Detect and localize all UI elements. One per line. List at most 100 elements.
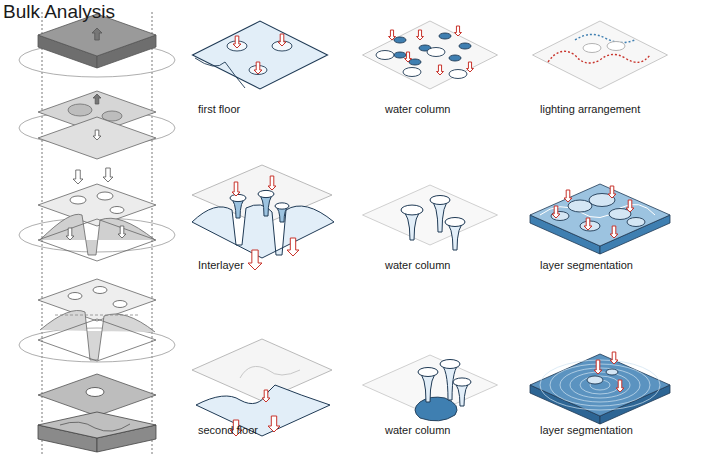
massing-arrow xyxy=(93,130,101,140)
panel-label: lighting arrangement xyxy=(540,103,640,115)
floor-plane xyxy=(192,339,332,401)
water-column-top xyxy=(401,205,423,215)
interlayer-surface xyxy=(40,214,155,255)
interlayer-surface xyxy=(192,205,334,258)
floor-plane xyxy=(533,21,668,89)
massing-arrow xyxy=(92,28,102,40)
flow-arrow xyxy=(254,62,262,74)
opening xyxy=(627,218,645,227)
interior-line xyxy=(60,422,130,431)
opening xyxy=(449,55,461,61)
flow-arrow xyxy=(564,190,572,202)
flow-arrow xyxy=(616,380,624,392)
water-column-top xyxy=(418,368,438,377)
panel-label: layer segmentation xyxy=(540,424,633,436)
panel-label: water column xyxy=(385,424,450,436)
floor-plane xyxy=(38,412,156,438)
floor-edge xyxy=(195,58,245,88)
opening xyxy=(376,51,394,60)
flow-arrow xyxy=(417,30,424,40)
flow-arrow xyxy=(287,238,299,256)
contour-line xyxy=(570,372,630,398)
flow-arrow xyxy=(233,36,241,48)
flow-arrow xyxy=(626,200,634,212)
water-column-top xyxy=(430,196,450,205)
water-column-top xyxy=(230,194,246,201)
opening xyxy=(394,37,406,43)
flow-arrow xyxy=(268,416,280,432)
flow-arrow xyxy=(610,226,618,238)
water-pool xyxy=(415,397,457,421)
light-path xyxy=(575,34,635,42)
flow-arrow xyxy=(278,34,286,46)
panel-label: layer segmentation xyxy=(540,259,633,271)
opening xyxy=(459,43,471,49)
massing-arrow xyxy=(93,94,101,104)
opening xyxy=(403,68,421,77)
water-column-top xyxy=(453,378,471,386)
opening xyxy=(68,104,92,116)
opening xyxy=(68,293,82,300)
panel-label: water column xyxy=(385,103,450,115)
floor-plane xyxy=(363,21,498,89)
floor-plane xyxy=(38,219,156,261)
opening xyxy=(606,369,618,375)
guide-line xyxy=(152,12,153,455)
opening xyxy=(607,42,625,51)
contour-line xyxy=(540,360,660,410)
opening xyxy=(110,207,124,214)
flow-arrow xyxy=(594,360,602,374)
water-column-top xyxy=(445,218,465,227)
opening xyxy=(427,48,445,57)
diagram-title: Bulk Analysis xyxy=(3,1,115,23)
floor-plane xyxy=(530,184,670,246)
contour-line xyxy=(560,368,640,402)
panel-label: second floor xyxy=(198,424,258,436)
flow-arrow xyxy=(405,52,412,62)
flow-arrow xyxy=(437,65,444,75)
floor-surface xyxy=(196,385,330,436)
panel-label: Interlayer xyxy=(198,259,244,271)
opening xyxy=(86,388,104,397)
flow-arrow xyxy=(608,186,616,198)
contour-line xyxy=(580,376,620,394)
floor-plane xyxy=(38,279,156,321)
flow-arrow xyxy=(268,176,276,190)
contour-line xyxy=(240,366,300,378)
water-column-top xyxy=(275,203,289,209)
interlayer-surface xyxy=(40,310,155,360)
floor-plane xyxy=(38,117,156,159)
floor-plane xyxy=(193,21,328,89)
light-path xyxy=(548,51,650,63)
opening xyxy=(439,33,451,39)
water-column-top xyxy=(258,190,274,197)
floor-plane xyxy=(363,185,498,245)
panel-label: first floor xyxy=(198,103,240,115)
floor-plane xyxy=(38,319,156,361)
opening xyxy=(70,196,86,204)
flow-arrow xyxy=(552,206,560,218)
opening xyxy=(97,192,113,200)
massing-arrow xyxy=(66,228,74,240)
flow-arrow xyxy=(262,390,270,402)
opening xyxy=(394,52,406,58)
floor-plane xyxy=(38,374,156,416)
massing-arrow xyxy=(118,226,126,238)
opening xyxy=(449,70,467,79)
water-column-top xyxy=(440,360,460,369)
guide-line xyxy=(42,12,43,455)
massing-arrow xyxy=(103,168,113,182)
opening xyxy=(587,376,603,384)
flow-arrow xyxy=(389,30,396,40)
panel-label: water column xyxy=(385,259,450,271)
flow-arrow xyxy=(467,62,474,72)
massing-arrow xyxy=(73,170,83,184)
floor-plane xyxy=(530,354,670,416)
opening xyxy=(113,301,127,308)
flow-arrow xyxy=(610,352,618,364)
flow-arrow xyxy=(584,218,592,230)
opening xyxy=(568,200,592,212)
section-line xyxy=(55,315,140,316)
flow-arrow xyxy=(455,26,462,36)
